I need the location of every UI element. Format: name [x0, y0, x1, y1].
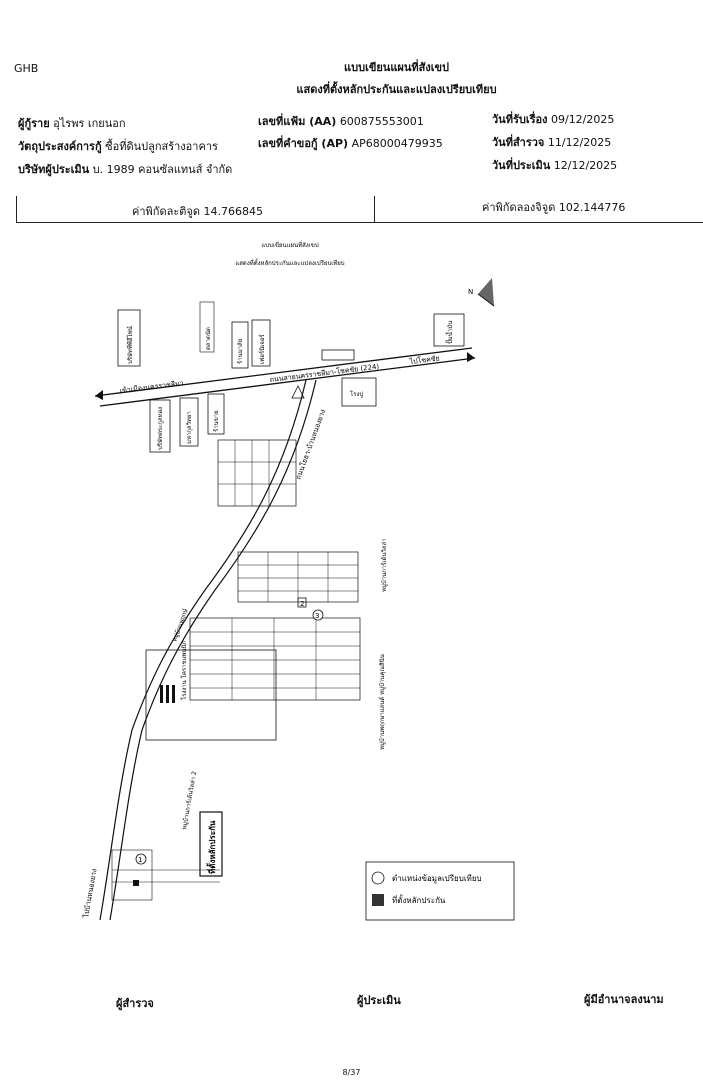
- received-row: วันที่รับเรื่อง 09/12/2025: [492, 110, 614, 128]
- collateral-box-label: ที่ตั้งหลักประกัน: [206, 820, 217, 874]
- to-chokchai-label: ไปโชคชัย: [408, 353, 440, 366]
- survey-row: วันที่สำรวจ 11/12/2025: [492, 133, 611, 151]
- village-label-3: หมู่บ้านการ์เด้นวิลล่า: [380, 538, 388, 592]
- borrower-value: อุไรพร เกยนอก: [53, 117, 126, 130]
- company-label: บริษัทผู้ประเมิน: [18, 163, 90, 176]
- factory: โรงงาน โคราชแพนนิก: [145, 640, 277, 741]
- document-title: แบบเขียนแผนที่สังเขป: [344, 61, 449, 74]
- survey-label: วันที่สำรวจ: [492, 136, 545, 149]
- legend-circle-label: ตำแหน่งข้อมูลเปรียบเทียบ: [392, 874, 482, 884]
- legend: ตำแหน่งข้อมูลเปรียบเทียบ ที่ตั้งหลักประก…: [365, 861, 515, 921]
- village-label-1: หมู่บ้านพฤกษ์: [170, 608, 189, 643]
- landmark-2: ร้านมาลัย: [237, 339, 244, 364]
- landmark-9: ปั๊มน้ำมัน: [444, 321, 454, 344]
- village-label-2: หมู่บ้านพฤกษาแลนด์ หมู่บ้านคุณสินิน: [378, 654, 386, 750]
- appraiser-signature: ผู้ประเมิน: [357, 994, 401, 1007]
- purpose-label: วัตถุประสงค์การกู้: [18, 140, 102, 153]
- village-grid-lower: หมู่บ้านพฤกษาแลนด์ หมู่บ้านคุณสินิน: [189, 617, 386, 750]
- received-value: 09/12/2025: [550, 113, 615, 126]
- marker-3: 3: [315, 612, 319, 620]
- appraise-label: วันที่ประเมิน: [492, 159, 551, 172]
- coordinate-box: ค่าพิกัดละติจูด 14.766845 ค่าพิกัดลองจิจ…: [16, 196, 703, 223]
- borrower-row: ผู้กู้ราย อุไรพร เกยนอก: [18, 114, 126, 132]
- app-no-label: เลขที่คำขอกู้ (AP): [258, 137, 349, 150]
- file-no-value: 600875553001: [339, 115, 424, 128]
- collateral-marker: [133, 880, 139, 886]
- survey-value: 11/12/2025: [547, 136, 612, 149]
- page-number: 8/37: [342, 1068, 361, 1077]
- app-no-value: AP68000479935: [351, 137, 443, 150]
- village-label-4: หมู่บ้านการ์เด้นวิลล่า 2: [180, 770, 198, 830]
- logo: GHB: [14, 62, 39, 75]
- legend-circle-icon: [371, 871, 385, 885]
- purpose-row: วัตถุประสงค์การกู้ ซื้อที่ดินปลูกสร้างอา…: [18, 137, 218, 155]
- collateral-area: หมู่บ้านการ์เด้นวิลล่า 2 ที่ตั้งหลักประก…: [111, 770, 223, 901]
- company-value: บ. 1989 คอนซัลแทนส์ จำกัด: [92, 163, 233, 176]
- village-grid-middle: หมู่บ้านการ์เด้นวิลล่า หมู่บ้านพฤกษ์: [170, 538, 388, 642]
- legend-square-icon: [372, 894, 384, 906]
- authorized-signature: ผู้มีอำนาจลงนาม: [584, 993, 664, 1006]
- landmark-8: โรงปู: [350, 390, 363, 398]
- received-label: วันที่รับเรื่อง: [492, 113, 548, 126]
- app-no-row: เลขที่คำขอกู้ (AP) AP68000479935: [258, 134, 443, 152]
- landmark-7: เฟอร์นิเจอร์: [258, 334, 266, 364]
- appraise-row: วันที่ประเมิน 12/12/2025: [492, 156, 617, 174]
- collateral-box: [199, 811, 223, 877]
- marker-1: 1: [138, 856, 142, 864]
- comparable-markers: 2 3 1: [135, 597, 324, 865]
- to-village-label: ไปบ้านหนองยาง: [81, 868, 99, 919]
- appraise-value: 12/12/2025: [553, 159, 618, 172]
- landmark-6: ร้านขาย: [213, 410, 220, 432]
- to-city-label: เข้าเมืองนครราชสีมา: [119, 379, 184, 395]
- file-no-label: เลขที่แฟ้ม (AA): [258, 115, 337, 128]
- landmark-1: บริษัทพีพีอีไฟน์: [126, 326, 134, 364]
- main-road: ถนนสายนครราชสีมา-โชคชัย (224) เข้าเมืองน…: [94, 347, 476, 407]
- coord-left-border: [16, 196, 17, 222]
- side-road-label: ถนนโยธา-บ้านหนองยาง: [293, 408, 327, 481]
- latitude: ค่าพิกัดละติจูด 14.766845: [132, 205, 263, 218]
- village-grid-upper: [217, 439, 297, 507]
- landmark-boxes: บริษัทพีพีอีไฟน์ ร้านมาลัย เฟอร์นิเจอร์ …: [117, 301, 465, 453]
- landmark-5: มหากุลวิทยา: [186, 411, 193, 444]
- file-no-row: เลขที่แฟ้ม (AA) 600875553001: [258, 112, 424, 130]
- marker-2: 2: [300, 600, 304, 608]
- surveyor-signature: ผู้สำรวจ: [116, 997, 154, 1010]
- document-subtitle: แสดงที่ตั้งหลักประกันและแปลงเปรียบเทียบ: [296, 83, 497, 96]
- company-row: บริษัทผู้ประเมิน บ. 1989 คอนซัลแทนส์ จำก…: [18, 160, 232, 178]
- map-title: แบบเขียนแผนที่สังเขป: [261, 241, 318, 249]
- landmark-3: ตลาดนัด: [205, 327, 212, 350]
- legend-square-label: ที่ตั้งหลักประกัน: [392, 894, 446, 905]
- coord-divider: [374, 196, 375, 222]
- longitude: ค่าพิกัดลองจิจูด 102.144776: [482, 201, 626, 214]
- factory-label: โรงงาน โคราชแพนนิก: [180, 640, 188, 700]
- north-label: N: [468, 288, 473, 296]
- purpose-value: ซื้อที่ดินปลูกสร้างอาคาร: [105, 140, 218, 153]
- map-subtitle: แสดงที่ตั้งหลักประกันและแปลงเปรียบเทียบ: [235, 257, 344, 267]
- landmark-4: บริษัทตระกูลทอง: [157, 407, 164, 450]
- sketch-map: แบบเขียนแผนที่สังเขป แสดงที่ตั้งหลักประก…: [81, 241, 515, 921]
- borrower-label: ผู้กู้ราย: [18, 117, 50, 130]
- north-arrow-icon: N: [468, 278, 495, 307]
